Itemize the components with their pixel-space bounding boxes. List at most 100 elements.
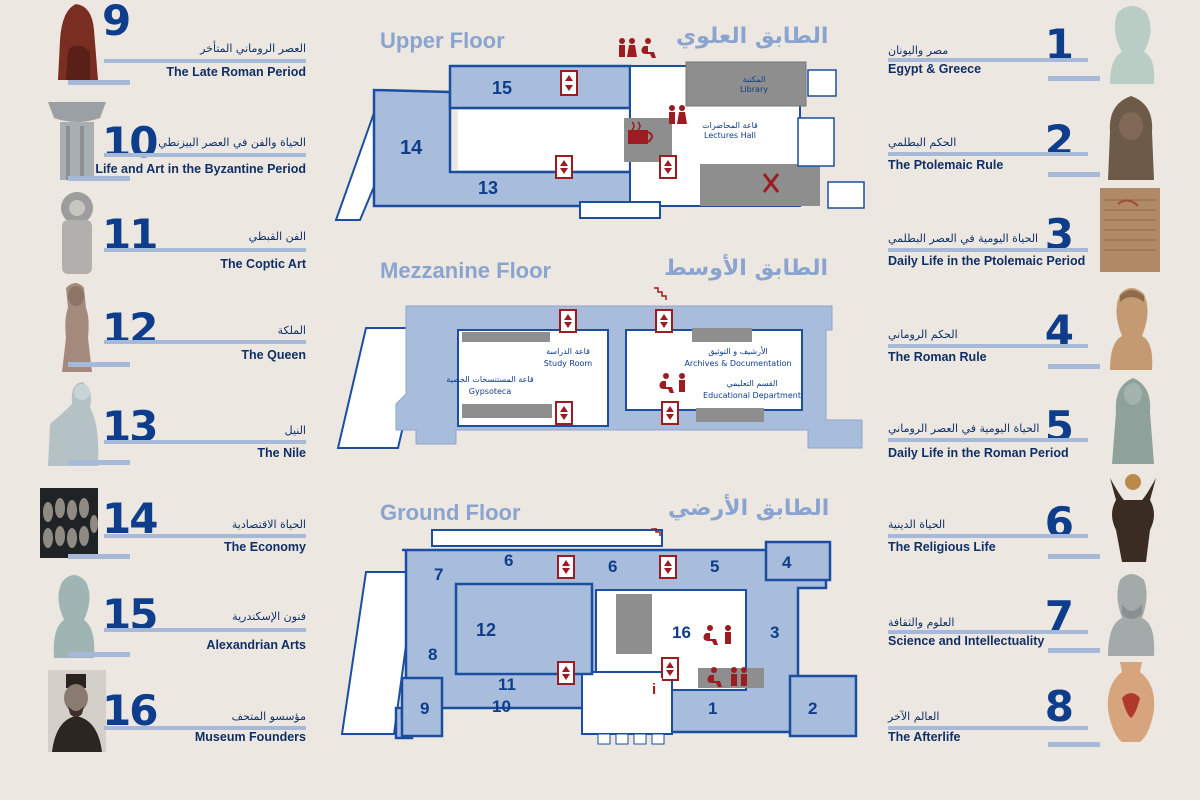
ground-floor-plan: 6 6 5 4 7 12 16 3 8 11 10 9 1 2 i <box>336 528 866 756</box>
section-title-ar: العصر الروماني المتأخر <box>200 42 306 55</box>
section-6[interactable]: 6 الحياة الدينية The Religious Life <box>888 468 1200 562</box>
divider <box>68 460 130 465</box>
divider <box>68 176 130 181</box>
study-room-label-en: Study Room <box>544 359 593 368</box>
section-11[interactable]: 11 الفن القبطي The Coptic Art <box>0 184 318 276</box>
section-10[interactable]: 10 الحياة والفن في العصر البيزنطي Life a… <box>0 94 318 186</box>
section-title-en: Daily Life in the Roman Period <box>888 446 1069 460</box>
section-title-en: Alexandrian Arts <box>206 638 306 652</box>
section-4[interactable]: 4 الحكم الروماني The Roman Rule <box>888 278 1200 370</box>
section-title-ar: الحياة اليومية في العصر البطلمي <box>888 232 1039 245</box>
section-5[interactable]: 5 الحياة اليومية في العصر الروماني Daily… <box>888 372 1200 464</box>
room-14-label: 14 <box>400 137 423 159</box>
coptic-relief-thumbnail <box>48 186 106 274</box>
upper-floor-title: Upper Floor <box>380 28 505 53</box>
section-12[interactable]: 12 الملكة The Queen <box>0 276 318 372</box>
section-number: 8 <box>1044 682 1074 731</box>
archives-label-en: Archives & Documentation <box>684 359 791 368</box>
room-7-label: 7 <box>434 565 443 584</box>
toilet-icon <box>725 625 731 644</box>
section-title-en: The Economy <box>224 540 306 554</box>
divider <box>104 153 306 157</box>
divider <box>1048 172 1114 177</box>
section-number: 16 <box>102 686 158 735</box>
room-3-label: 3 <box>770 623 779 642</box>
economy-objects-thumbnail <box>40 488 98 558</box>
cafe-icon <box>628 121 653 144</box>
section-14[interactable]: 14 الحياة الاقتصادية The Economy <box>0 486 318 578</box>
statue-thumbnail <box>48 0 106 80</box>
section-number: 9 <box>102 0 131 45</box>
divider <box>1048 742 1114 747</box>
room-6b-label: 6 <box>608 557 617 576</box>
section-7[interactable]: 7 العلوم والثقافة Science and Intellectu… <box>888 562 1200 656</box>
hydria-vase-thumbnail <box>1100 658 1162 748</box>
room-1-label: 1 <box>708 699 717 718</box>
section-15[interactable]: 15 فنون الإسكندرية Alexandrian Arts <box>0 566 318 658</box>
upper-floor-title-ar: الطابق العلوي <box>676 24 829 49</box>
elevator-icon <box>555 401 573 425</box>
edu-label-ar: القسم التعليمي <box>727 379 778 388</box>
section-title-en: The Ptolemaic Rule <box>888 158 1004 172</box>
section-3[interactable]: 3 الحياة اليومية في العصر البطلمي Daily … <box>888 186 1200 278</box>
toilet-icon <box>679 373 685 392</box>
section-title-en: The Roman Rule <box>888 350 987 364</box>
section-1[interactable]: 1 مصر واليونان Egypt & Greece <box>888 0 1200 92</box>
roman-bust-thumbnail <box>1100 278 1162 370</box>
elevator-icon <box>661 657 679 681</box>
divider <box>104 628 306 632</box>
section-9[interactable]: 9 العصر الروماني المتأخر The Late Roman … <box>0 0 318 92</box>
room-9-label: 9 <box>420 699 429 718</box>
section-title-ar: الحياة اليومية في العصر الروماني <box>888 422 1040 435</box>
elevator-icon <box>659 555 677 579</box>
elevator-icon <box>557 555 575 579</box>
section-title-ar: مؤسسو المتحف <box>231 710 306 723</box>
section-title-en: Daily Life in the Ptolemaic Period <box>888 254 1086 268</box>
divider <box>888 630 1088 634</box>
section-title-ar: فنون الإسكندرية <box>232 610 306 623</box>
section-13[interactable]: 13 النيل The Nile <box>0 372 318 466</box>
section-16[interactable]: 16 مؤسسو المتحف Museum Founders <box>0 668 318 760</box>
library-label-ar: المكتبة <box>743 75 766 84</box>
section-title-ar: النيل <box>284 424 306 437</box>
divider <box>888 248 1088 252</box>
section-title-ar: الحياة والفن في العصر البيزنطي <box>158 136 306 149</box>
queen-statue-thumbnail <box>48 278 106 372</box>
divider <box>888 152 1088 156</box>
upper-elevator-icon <box>560 70 578 96</box>
edu-label-en: Educational Department <box>703 391 801 400</box>
bust-thumbnail <box>1100 0 1162 84</box>
divider <box>68 80 130 85</box>
upper-toilets-icon <box>618 38 658 60</box>
room-12-label: 12 <box>476 620 496 640</box>
stairs-icon <box>651 528 661 536</box>
section-title-ar: الحياة الاقتصادية <box>231 518 306 531</box>
section-title-ar: مصر واليونان <box>888 44 949 57</box>
section-number: 14 <box>102 494 158 543</box>
accessible-icon <box>707 667 722 687</box>
section-2[interactable]: 2 الحكم البطلمي The Ptolemaic Rule <box>888 92 1200 184</box>
section-title-en: The Religious Life <box>888 540 996 554</box>
divider <box>888 726 1088 730</box>
room-4-label: 4 <box>782 553 792 572</box>
founder-portrait-thumbnail <box>48 670 106 752</box>
divider <box>888 438 1088 442</box>
accessible-icon <box>703 625 718 645</box>
toilet-icon <box>731 667 747 686</box>
elevator-icon <box>659 155 677 179</box>
divider <box>888 534 1088 538</box>
mezzanine-floor-plan: قاعة الدراسة Study Room قاعة المستنسخات … <box>336 284 866 464</box>
elevator-icon <box>655 309 673 333</box>
divider <box>888 344 1088 348</box>
stairs-icon <box>654 287 667 300</box>
divider <box>104 59 306 63</box>
room-6a-label: 6 <box>504 551 513 570</box>
gypsoteca-label-en: Gypsoteca <box>469 387 512 396</box>
room-11-label: 11 <box>498 675 516 694</box>
section-title-en: Life and Art in the Byzantine Period <box>95 162 306 176</box>
section-title-ar: العالم الآخر <box>888 710 940 723</box>
elevator-icon <box>661 401 679 425</box>
lectures-label-ar: قاعة المحاضرات <box>702 121 758 130</box>
section-title-ar: الحياة الدينية <box>888 518 946 531</box>
section-8[interactable]: 8 العالم الآخر The Afterlife <box>888 656 1200 748</box>
